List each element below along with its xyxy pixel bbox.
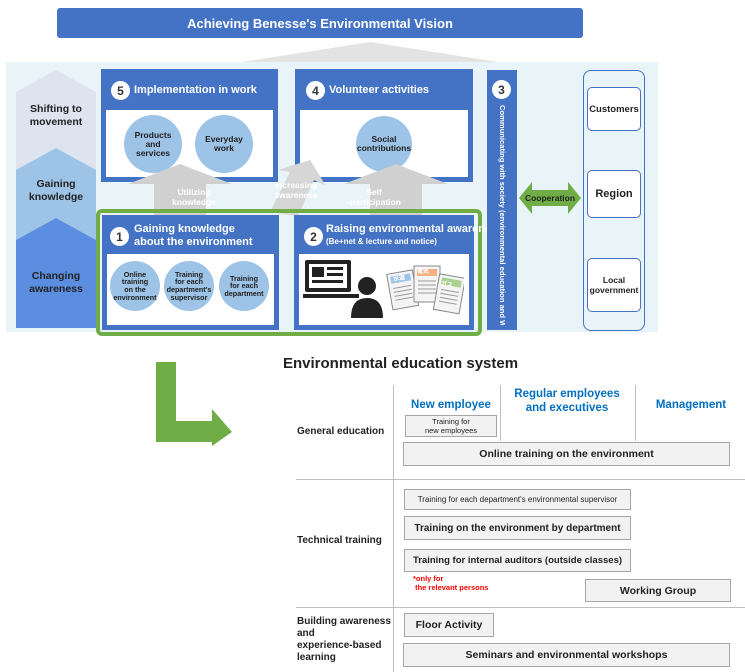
banner-up-arrow xyxy=(242,42,498,62)
box-training-by-department: Training on the environment by departmen… xyxy=(404,516,631,540)
self-participation-label: Self -participation xyxy=(347,187,401,207)
poster-label-gas: ガス xyxy=(440,280,454,289)
level-chevron-ladder xyxy=(16,70,96,328)
circle-supervisor-training: Training for each department's superviso… xyxy=(164,261,214,311)
panel-knowledge-title: Gaining knowledge about the environment xyxy=(134,223,253,248)
note-relevant-persons: *only for the relevant persons xyxy=(413,574,489,592)
box-online-training: Online training on the environment xyxy=(403,442,730,466)
panel-communicating-title: Communicating with society (environmenta… xyxy=(498,105,507,325)
panel-awareness-number: 2 xyxy=(304,227,323,246)
box-training-new-employees: Training for new employees xyxy=(405,415,497,437)
utilizing-knowledge-label: Utilizing knowledge xyxy=(172,187,216,207)
computer-user-icon xyxy=(303,260,383,318)
grid-vline-2 xyxy=(500,385,501,441)
green-highlight-frame xyxy=(96,209,482,336)
level-gaining: Gaining knowledge xyxy=(28,178,84,203)
vision-banner xyxy=(57,8,583,38)
box-seminars-workshops: Seminars and environmental workshops xyxy=(403,643,730,667)
system-title: Environmental education system xyxy=(283,355,519,372)
panel-communicating-number: 3 xyxy=(492,80,511,99)
increasing-awareness-label: Increasing awareness xyxy=(274,180,318,200)
panel-knowledge-number: 1 xyxy=(110,227,129,246)
circle-department-training: Training for each department xyxy=(219,261,269,311)
row-technical-training: Technical training xyxy=(297,535,382,546)
grid-vline-3 xyxy=(635,385,636,441)
vision-banner-title: Achieving Benesse's Environmental Vision xyxy=(187,16,453,31)
row-general-education: General education xyxy=(297,426,385,437)
panel-volunteer-number: 4 xyxy=(306,81,325,100)
partners-bracket xyxy=(583,70,645,331)
partner-local-government: Local government xyxy=(587,258,641,312)
partner-customers: Customers xyxy=(587,87,641,131)
cooperation-label: Cooperation xyxy=(524,193,576,203)
partner-region: Region xyxy=(587,170,641,218)
circle-everyday-work: Everyday work xyxy=(195,115,253,173)
grid-hline-2 xyxy=(296,607,745,608)
column-regular-employees: Regular employees and executives xyxy=(514,388,620,414)
box-floor-activity: Floor Activity xyxy=(404,613,494,637)
column-management: Management xyxy=(655,399,727,411)
panel-communicating xyxy=(487,70,517,330)
box-supervisor-training: Training for each department's environme… xyxy=(404,489,631,510)
green-l-arrow xyxy=(156,362,232,446)
box-internal-auditors: Training for internal auditors (outside … xyxy=(404,549,631,572)
poster-label-electric: 電気 xyxy=(417,269,430,275)
column-new-employee: New employee xyxy=(411,399,491,411)
grid-vline-1 xyxy=(393,385,394,672)
circle-products: Products and services xyxy=(124,115,182,173)
panel-awareness-title: Raising environmental awareness xyxy=(326,223,504,235)
grid-hline-1 xyxy=(296,479,745,480)
panel-awareness-subtitle: (Be+net & lecture and notice) xyxy=(326,237,437,246)
circle-social-contributions: Social contributions xyxy=(356,116,412,172)
notice-posters-icon xyxy=(386,265,464,315)
circle-online-training: Online training on the environment xyxy=(110,261,160,311)
panel-volunteer-title: Volunteer activities xyxy=(329,84,430,96)
panel-implementation-title: Implementation in work xyxy=(134,84,257,96)
up-arrows xyxy=(128,160,448,216)
level-shifting: Shifting to movement xyxy=(29,103,83,128)
panel-implementation-number: 5 xyxy=(111,81,130,100)
cooperation-arrow[interactable] xyxy=(519,180,581,216)
row-building-awareness: Building awareness and experience-based … xyxy=(297,616,391,663)
box-working-group: Working Group xyxy=(585,579,731,602)
level-changing: Changing awareness xyxy=(29,270,83,295)
